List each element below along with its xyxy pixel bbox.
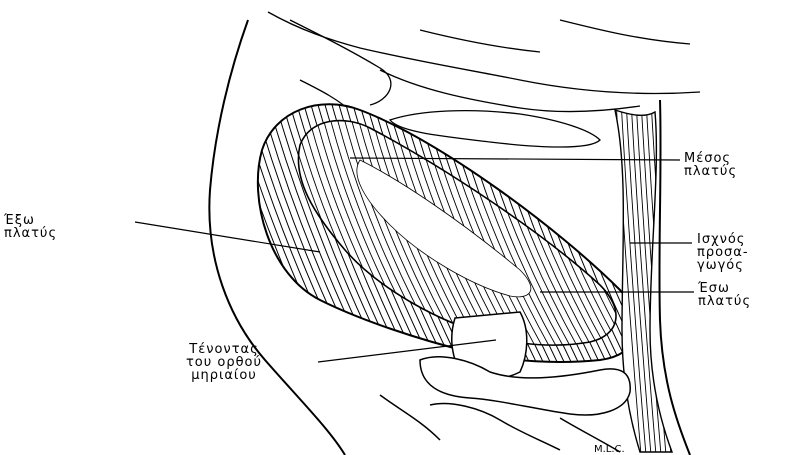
label-gracilis-line-3: γωγός: [697, 259, 749, 272]
muscle-fiber-line: [656, 60, 776, 380]
label-gracilis: Ισχνός προσα- γωγός: [697, 233, 749, 272]
label-vastus-intermedius-line-2: πλατύς: [684, 165, 737, 178]
artist-signature: M.L.C.: [594, 444, 625, 455]
muscle-fiber-line: [663, 60, 783, 380]
label-vastus-lateralis-line-2: πλατύς: [4, 227, 57, 240]
label-vastus-intermedius: Μέσος πλατύς: [684, 152, 737, 178]
muscle-fiber-line: [649, 60, 769, 380]
label-rectus-femoris-tendon: Τένοντας του ορθού μηριαίου: [140, 343, 308, 382]
label-vastus-medialis: Έσω πλατύς: [698, 282, 751, 308]
label-vastus-lateralis: Έξω πλατύς: [4, 214, 57, 240]
label-rectus-tendon-line-3: μηριαίου: [140, 369, 308, 382]
label-vastus-medialis-line-2: πλατύς: [698, 295, 751, 308]
